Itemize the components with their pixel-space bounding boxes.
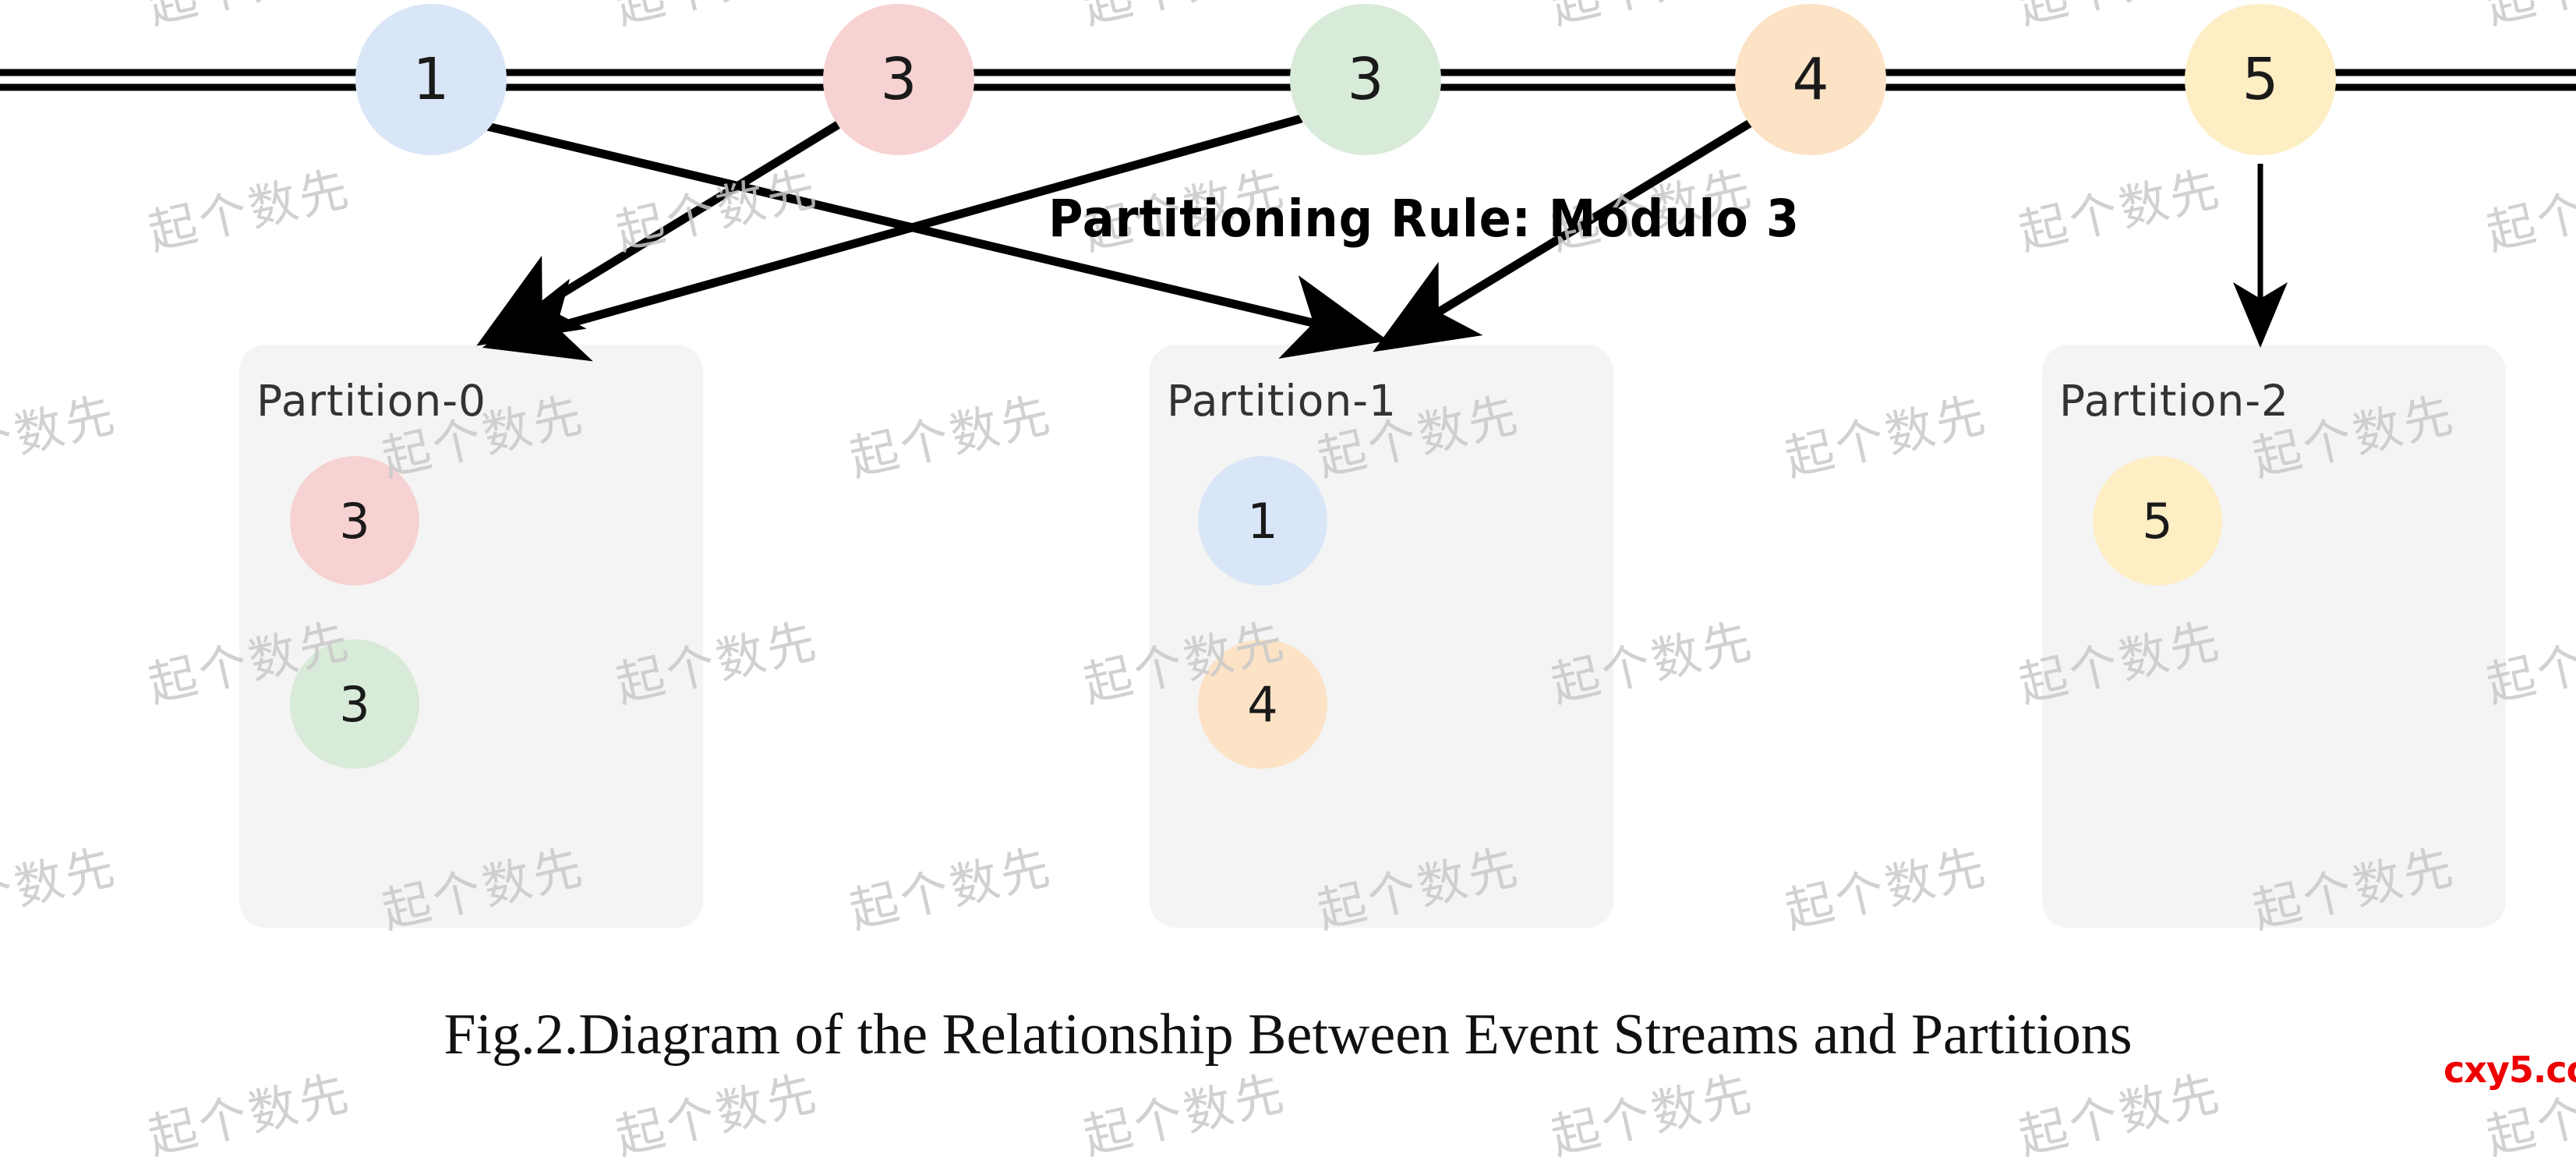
- partition-label-1: Partition-1: [1167, 376, 1398, 426]
- partition-0-event-0[interactable]: 3: [290, 456, 419, 586]
- partition-0-event-1[interactable]: 3: [290, 639, 419, 769]
- figure-caption: Fig.2.Diagram of the Relationship Betwee…: [443, 1003, 2133, 1067]
- partition-1-event-0[interactable]: 1: [1198, 456, 1327, 586]
- stream-event-4[interactable]: 5: [2185, 4, 2336, 155]
- partition-box-2[interactable]: [2042, 345, 2506, 928]
- route-arrow-0: [486, 122, 1389, 359]
- routing-arrows: [476, 114, 2288, 362]
- stream-event-1[interactable]: 3: [823, 4, 974, 155]
- partition-1-event-1[interactable]: 4: [1198, 639, 1327, 769]
- route-arrow-2: [482, 114, 1303, 362]
- route-arrow-1: [476, 121, 840, 346]
- stream-event-2[interactable]: 3: [1290, 4, 1441, 155]
- partition-label-2: Partition-2: [2059, 376, 2290, 426]
- site-watermark: cxy5.com: [2443, 1049, 2576, 1091]
- stream-event-0[interactable]: 1: [355, 4, 507, 155]
- partition-box-1[interactable]: [1150, 345, 1613, 928]
- partition-2-event-0[interactable]: 5: [2093, 456, 2222, 586]
- partitioning-rule-title: Partitioning Rule: Modulo 3: [1048, 189, 1800, 249]
- partition-box-0[interactable]: [239, 345, 703, 928]
- stream-event-3[interactable]: 4: [1735, 4, 1886, 155]
- route-arrow-3: [1373, 117, 1756, 352]
- partition-label-0: Partition-0: [256, 376, 487, 426]
